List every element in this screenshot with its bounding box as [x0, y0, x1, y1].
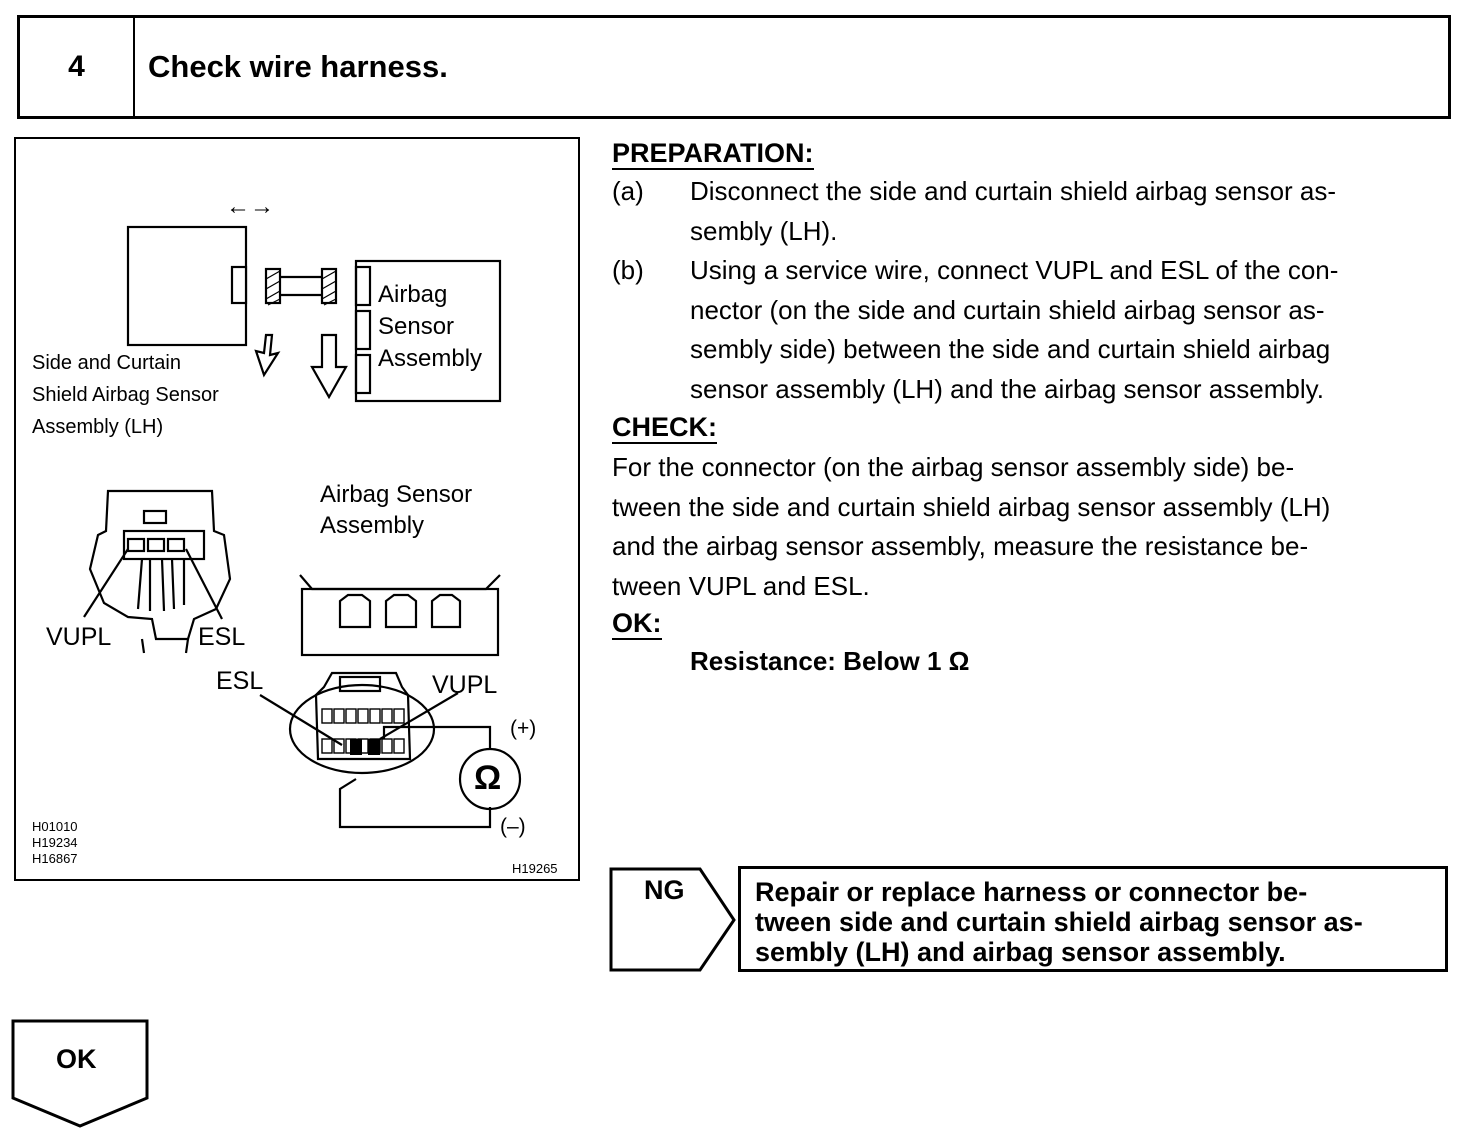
ng-action-box: Repair or replace harness or connector b… [738, 866, 1448, 972]
label-esl-right: ESL [216, 667, 264, 695]
lh-sensor-box [126, 225, 248, 347]
check-heading: CHECK: [612, 412, 717, 444]
step-title: Check wire harness. [148, 49, 448, 84]
esl-leader-right [259, 694, 343, 746]
ecu-top-edge [299, 574, 501, 591]
ecu-body [300, 587, 500, 657]
ng-arrow-shape [609, 867, 736, 972]
ok-heading: OK: [612, 608, 662, 640]
ohm-icon: Ω [474, 759, 502, 797]
connector-highlight-ellipse [288, 683, 436, 775]
preparation-heading: PREPARATION: [612, 138, 814, 170]
figure-codes: H01010 H19234 H16867 [32, 819, 78, 866]
down-arrow-left [254, 333, 281, 378]
ok-flow-arrow [11, 1019, 149, 1128]
probe-wire-plus [382, 725, 492, 749]
label-plus: (+) [510, 717, 537, 740]
ng-label: NG [644, 875, 685, 905]
label-airbag-sensor-assembly: Airbag Sensor Assembly [320, 481, 473, 539]
wiring-illustration [83, 225, 522, 829]
slide-arrows-icon: ←→ [226, 193, 274, 220]
lh-sensor-connector [230, 265, 248, 305]
preparation-item-b: (b) Using a service wire, connect VUPL a… [612, 255, 1339, 404]
left-connector-shape [88, 489, 232, 641]
label-esl-left: ESL [198, 623, 246, 651]
vupl-leader-right [379, 692, 459, 740]
label-vupl-right: VUPL [432, 671, 498, 699]
vupl-leader-left [83, 548, 129, 618]
step-header: 4 Check wire harness. [17, 15, 1451, 119]
label-minus: (–) [500, 815, 526, 838]
down-arrow-right [310, 333, 348, 400]
probe-wire-minus [338, 778, 492, 829]
esl-leader-left [185, 548, 223, 620]
preparation-item-a: (a) Disconnect the side and curtain shie… [612, 176, 1337, 246]
label-sensor-lh: Side and Curtain Shield Airbag Sensor As… [32, 352, 219, 438]
step-number: 4 [20, 18, 135, 116]
label-airbag-sensor-box: Airbag Sensor Assembly [378, 281, 483, 372]
label-vupl-left: VUPL [46, 623, 112, 651]
ok-result: Resistance: Below 1 Ω [690, 646, 970, 676]
ohmmeter [458, 747, 522, 811]
ok-flow-label: OK [56, 1044, 97, 1074]
check-instructions: For the connector (on the airbag sensor … [612, 452, 1331, 601]
ecu-connector [314, 671, 412, 761]
wiring-figure: ←→ Side and Curtain Shield Airbag Sensor… [14, 137, 580, 881]
figure-id: H19265 [512, 861, 558, 876]
